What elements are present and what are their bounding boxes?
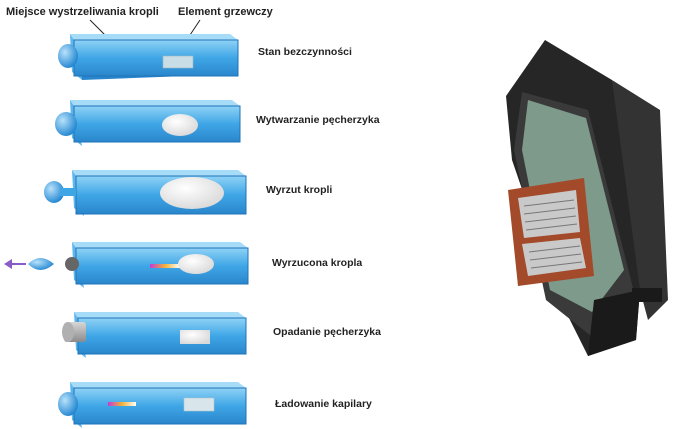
collapsing-bubble xyxy=(180,330,210,344)
stage-label-bubble-collapse: Opadanie pęcherzyka xyxy=(273,326,381,338)
ejected-drop xyxy=(28,258,54,270)
nozzle-opening xyxy=(65,257,79,271)
stage-label-ejected: Wyrzucona kropla xyxy=(272,257,363,269)
refill-flow-marker xyxy=(150,264,180,268)
stage-label-refill: Ładowanie kapilary xyxy=(275,398,372,410)
channel-ejecting xyxy=(44,170,247,216)
nozzle-meniscus xyxy=(58,44,78,68)
channel-ejected xyxy=(4,242,249,288)
vapor-bubble xyxy=(160,177,224,209)
refill-flow-marker xyxy=(108,402,136,406)
vapor-bubble xyxy=(162,114,198,136)
heater-callout-label: Element grzewczy xyxy=(178,6,273,18)
stage-label-idle: Stan bezczynności xyxy=(258,46,352,58)
nozzle-callout-label: Miejsce wystrzeliwania kropli xyxy=(6,6,159,18)
ejecting-drop xyxy=(44,181,64,203)
stage-label-ejecting: Wyrzut kropli xyxy=(266,184,333,196)
channel-refill xyxy=(58,382,247,428)
vapor-bubble xyxy=(178,254,214,274)
channel-bubble-forming xyxy=(55,100,241,146)
channel-bubble-collapse xyxy=(62,312,247,358)
stage-label-bubble-forming: Wytwarzanie pęcherzyka xyxy=(256,114,380,126)
printhead-image xyxy=(506,40,668,356)
heater-element xyxy=(183,397,215,412)
channel-idle xyxy=(58,34,239,80)
heater-element xyxy=(162,55,194,69)
